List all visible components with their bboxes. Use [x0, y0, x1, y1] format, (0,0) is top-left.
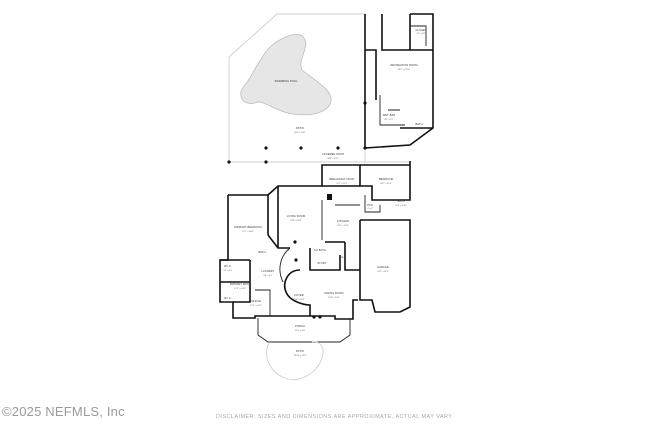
room-dims-recreation-room: 29'3" x 21'10" [398, 69, 411, 71]
room-dims-breakfast-nook: 12'7" x 11'5" [336, 183, 348, 185]
patio-columns [227, 101, 367, 319]
room-label-primary-bedroom: PRIMARY BEDROOM [234, 225, 261, 229]
room-label-porch: PORCH [295, 324, 305, 328]
room-dims-wic-2: 8'3" x 6'0" [223, 302, 232, 304]
room-label-dining-room: DINING ROOM [325, 291, 344, 295]
room-label-bedroom-right: BEDROOM [379, 177, 393, 181]
room-label-garage: GARAGE [377, 265, 389, 269]
room-label-wic-2: W.I.C. [224, 296, 232, 300]
room-dims-dining-room: 14'3" x 12'6" [328, 297, 340, 299]
room-label-entry-walk: PATIO [296, 349, 304, 353]
room-label-recreation-room: RECREATION ROOM [390, 63, 417, 67]
room-label-half-bath: 1/2 BATH [314, 248, 326, 252]
room-label-laundry: LAUNDRY [261, 269, 274, 273]
room-dims-bath-right: 11'0" x 5'10" [395, 205, 407, 207]
room-label-foyer: FOYER [294, 293, 303, 297]
room-dims-closet-top: 5'1" x 3'0" [416, 33, 425, 35]
room-label-breakfast-nook: BREAKFAST NOOK [330, 177, 355, 181]
room-label-office: OFFICE [251, 299, 261, 303]
room-label-wic-1: W.I.C. [224, 264, 232, 268]
room-labels: SWIMMING POOL PATIO 40'0" x 24'0" RECREA… [223, 28, 426, 357]
room-label-closet-top: CLOSET [416, 28, 427, 32]
room-dims-wet-bar: 8'6" x 5'3" [384, 119, 393, 121]
room-label-primary-bath: PRIMARY BATH [230, 282, 250, 286]
room-dims-primary-bedroom: 19'7" x 18'0" [242, 231, 254, 233]
room-label-living-room: LIVING ROOM [287, 214, 305, 218]
room-label-pantry: PAN [367, 203, 372, 207]
front-entry [257, 318, 351, 380]
room-dims-bedroom-right: 16'7" x 11'4" [380, 183, 392, 185]
room-label-kitchen: KITCHEN [337, 219, 349, 223]
room-dims-pantry: 4' x 3' [367, 208, 373, 210]
room-dims-living-room: 23'8" x 20'9" [290, 220, 302, 222]
room-dims-garage: 32'2" x 31'4" [377, 271, 389, 273]
room-label-bath-right: BATH [397, 199, 404, 203]
room-dims-kitchen: 20'1" x 15'8" [337, 225, 349, 227]
room-dims-entry-walk: 20'10" x 12'4" [294, 355, 307, 357]
room-dims-patio-top: 40'0" x 24'0" [294, 132, 306, 134]
room-dims-foyer: 16'8" x 10'3" [293, 299, 305, 301]
swimming-pool [240, 33, 332, 116]
room-dims-office: 12'2" x 10'9" [250, 305, 262, 307]
main-house-walls [219, 161, 411, 320]
copyright-watermark: ©2025 NEFMLS, Inc [2, 404, 125, 419]
room-label-covered-patio: COVERED PATIO [322, 152, 344, 156]
room-label-bath-rec: BATH [415, 122, 422, 126]
recreation-building [364, 13, 434, 149]
room-label-bath-mid: BATH [258, 250, 265, 254]
room-dims-wic-1: 9'5" x 6'1" [223, 270, 232, 272]
room-dims-laundry: 9'8" x 6'7" [263, 275, 272, 277]
room-dims-primary-bath: 12'2" x 10'6" [234, 288, 246, 290]
room-label-closet-mid: CLO [340, 255, 346, 259]
room-label-swimming-pool: SWIMMING POOL [274, 79, 298, 83]
disclaimer-text: DISCLAIMER: SIZES AND DIMENSIONS ARE APP… [216, 414, 454, 420]
room-dims-covered-patio: 48'6" x 12'0" [327, 158, 339, 160]
room-label-study: STUDY [317, 261, 326, 265]
room-label-patio-top: PATIO [296, 126, 304, 130]
room-label-wet-bar: WET BAR [383, 113, 395, 117]
room-dims-bath-rec: 8'1" x 5'4" [414, 128, 423, 130]
room-dims-porch: 17'0" x 6'0" [295, 330, 306, 332]
